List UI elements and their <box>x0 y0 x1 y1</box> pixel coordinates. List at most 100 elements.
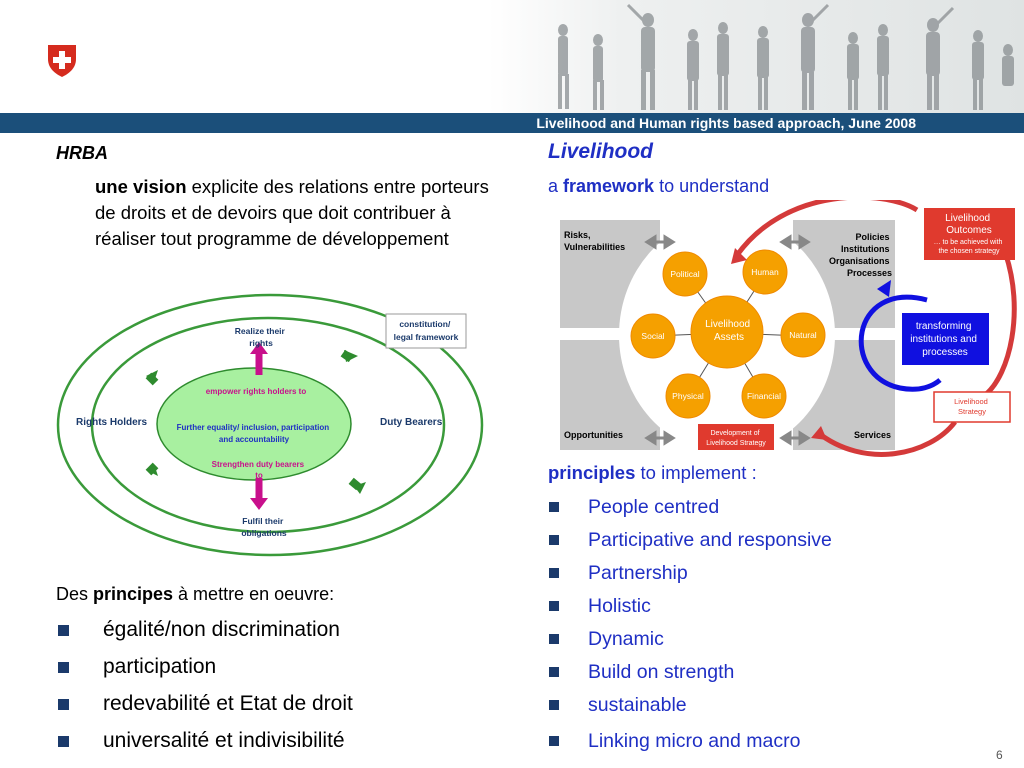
svg-text:Development of Livelihood: Development of Livelihood Strategy <box>706 430 766 447</box>
livelihood-outcomes-box <box>924 208 1015 260</box>
list-item-label: participation <box>103 655 217 678</box>
list-item-label: People centred <box>588 496 720 518</box>
header-photo-silhouettes <box>488 0 1024 113</box>
list-item: Build on strength <box>548 657 832 690</box>
financial-label: Financial <box>747 391 781 401</box>
arrow-up-icon <box>250 342 268 354</box>
realize-rights-label-2: rights <box>249 338 273 348</box>
title-bar: Livelihood and Human rights based approa… <box>0 113 1024 133</box>
policies-label-4: Processes <box>847 268 892 278</box>
physical-label: Physical <box>672 391 704 401</box>
social-asset-circle <box>630 313 676 359</box>
svg-text:Realize their rights: Realize their rights <box>235 326 287 348</box>
principes-prefix: Des <box>56 584 94 604</box>
bullet-square-icon <box>549 700 559 710</box>
outcomes-sub-1: … to be achieved with <box>934 239 1003 246</box>
constitution-label-2: legal framework <box>394 332 459 342</box>
development-strategy-box <box>698 424 774 450</box>
bullet-square-icon <box>549 634 559 644</box>
assets-center-label-2: Assets <box>714 332 744 343</box>
bullet-square-icon <box>549 601 559 611</box>
bullet-square-icon <box>549 736 559 746</box>
strengthen-label-2: to <box>255 471 263 480</box>
list-item: Linking micro and macro <box>548 726 832 759</box>
svg-text:Livelihood Strategy: Livelihood Strategy <box>954 397 990 416</box>
list-item-label: Build on strength <box>588 661 735 683</box>
physical-asset-circle <box>665 373 711 419</box>
vision-text: explicite des relations entre porteurs d… <box>95 176 489 249</box>
principes-bold: principes <box>93 584 174 604</box>
natural-label: Natural <box>789 330 817 340</box>
list-item: égalité/non discrimination <box>56 614 353 651</box>
opportunities-label: Opportunities <box>564 430 623 440</box>
principles-line: principles to implement : <box>548 462 757 484</box>
svg-text:Risks, Vulnerabilities: Risks, Vulnerabilities <box>564 230 625 252</box>
principles-list: People centred Participative and respons… <box>548 492 832 759</box>
political-label: Political <box>670 269 699 279</box>
outcomes-sub-2: the chosen strategy <box>938 248 1000 255</box>
transforming-label-2: institutions and <box>910 334 977 345</box>
livelihood-strategy-box <box>933 391 1011 423</box>
hrba-heading: HRBA <box>56 143 108 163</box>
list-item-label: redevabilité et Etat de droit <box>103 692 353 715</box>
outcomes-label-2: Outcomes <box>946 225 992 236</box>
dev-strategy-label-1: Development of <box>711 430 760 437</box>
list-item-label: Participative and responsive <box>588 529 832 551</box>
rights-holders-label: Rights Holders <box>76 417 148 428</box>
financial-asset-circle <box>741 373 787 419</box>
principes-heading: Des principes à mettre en oeuvre: <box>56 584 334 605</box>
svg-text:Livelihood Outcomes: Livelihood Outcomes <box>945 213 993 236</box>
svg-text:Fulfil their obligations: Fulfil their obligations <box>241 516 287 538</box>
svg-text:transforming institutions: transforming institutions and processes <box>910 321 980 358</box>
list-item: People centred <box>548 492 832 525</box>
principles-bold: principles <box>548 462 636 483</box>
red-arrow-head-icon <box>731 248 747 264</box>
list-item-label: universalité et indivisibilité <box>103 729 345 752</box>
framework-prefix: a <box>548 176 564 196</box>
bullet-square-icon <box>549 568 559 578</box>
assets-center-label-1: Livelihood <box>705 319 750 330</box>
realize-rights-label-1: Realize their <box>235 326 286 336</box>
arrow-down-icon <box>250 498 268 510</box>
blue-arrow-head-icon <box>877 280 891 297</box>
constitution-box <box>385 313 467 349</box>
livelihood-framework-diagram: Risks, Vulnerabilities Policies Institut… <box>560 200 1017 457</box>
transforming-label-3: processes <box>922 347 968 358</box>
list-item-label: Holistic <box>588 595 651 617</box>
bullet-square-icon <box>58 699 69 710</box>
svg-text:constitution/ legal framew: constitution/ legal framework <box>394 319 459 342</box>
svg-text:Policies Institutions: Policies Institutions Organisations Proc… <box>829 232 892 278</box>
list-item-label: Dynamic <box>588 628 664 650</box>
policies-label-1: Policies <box>855 232 889 242</box>
header <box>0 0 1024 113</box>
vision-bold: une vision <box>95 176 187 197</box>
svg-text:Further equality/ inclusion, p: Further equality/ inclusion, participati… <box>177 423 332 444</box>
bullet-square-icon <box>58 736 69 747</box>
policies-label-3: Organisations <box>829 256 890 266</box>
policies-label-2: Institutions <box>841 244 890 254</box>
fulfil-label-1: Fulfil their <box>242 516 284 526</box>
social-label: Social <box>641 331 664 341</box>
human-asset-circle <box>742 249 788 295</box>
list-item-label: Partnership <box>588 562 688 584</box>
duty-bearers-label: Duty Bearers <box>380 417 443 428</box>
livelihood-assets-circle <box>690 295 764 369</box>
list-item-label: sustainable <box>588 694 687 716</box>
transforming-label-1: transforming <box>916 321 972 332</box>
red-arrow-head-2-icon <box>811 426 827 440</box>
strengthen-label-1: Strengthen duty bearers <box>212 460 305 469</box>
presentation-title: Livelihood and Human rights based approa… <box>536 115 916 131</box>
list-item-label: égalité/non discrimination <box>103 618 340 641</box>
services-label: Services <box>854 430 891 440</box>
framework-suffix: to understand <box>654 176 770 196</box>
svg-text:Livelihood Assets: Livelihood Assets <box>705 319 753 343</box>
political-asset-circle <box>662 251 708 297</box>
principes-list: égalité/non discrimination participation… <box>56 614 353 762</box>
list-item: participation <box>56 651 353 688</box>
swiss-shield-logo <box>48 45 76 77</box>
framework-bold: framework <box>563 176 655 196</box>
list-item: Partnership <box>548 558 832 591</box>
constitution-label-1: constitution/ <box>399 319 451 329</box>
human-label: Human <box>751 267 779 277</box>
transforming-box <box>902 313 989 365</box>
